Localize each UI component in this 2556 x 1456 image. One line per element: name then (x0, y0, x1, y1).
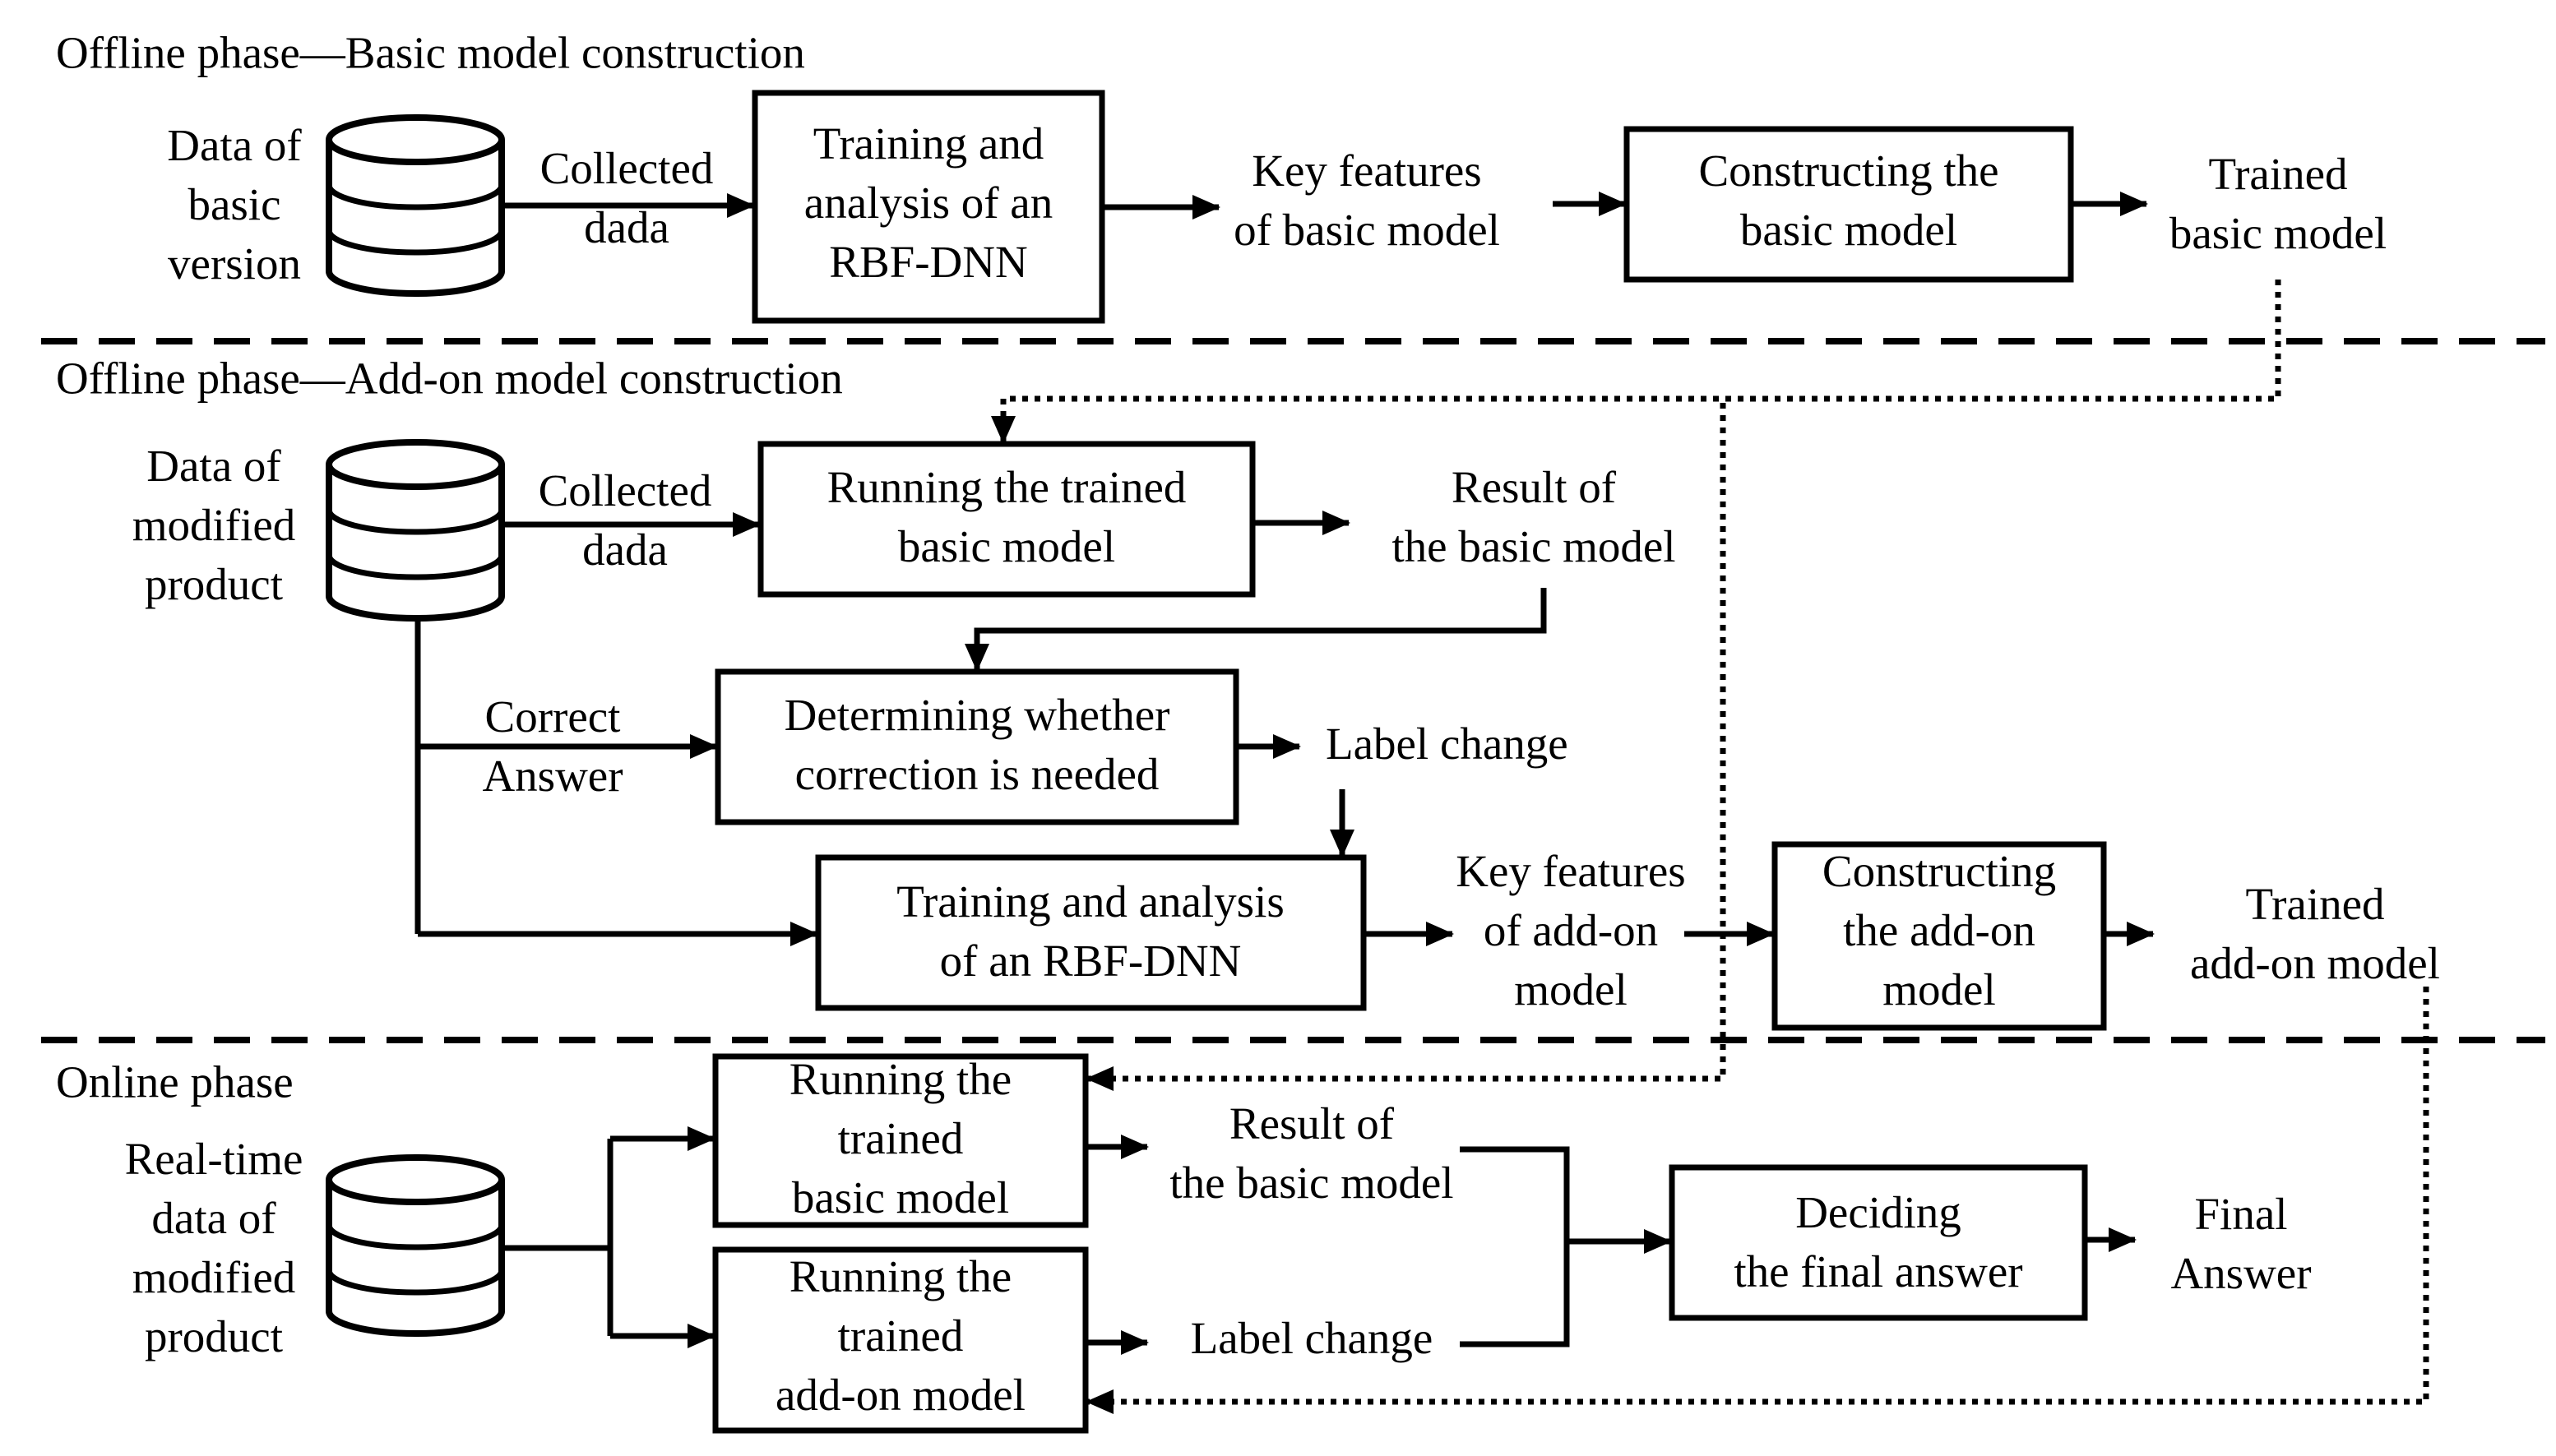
label-data-basic: Data of basic version (167, 120, 302, 289)
label-line: basic model (898, 521, 1115, 571)
label-line: model (1514, 964, 1627, 1015)
label-line: correction is needed (795, 749, 1160, 799)
box-determining (715, 668, 1239, 825)
label-line: dada (584, 202, 669, 252)
label-line: RBF-DNN (829, 237, 1027, 287)
label-line: Result of (1452, 462, 1617, 512)
dotted-connectors (991, 280, 2429, 1414)
label-training-addon: Training and analysis of an RBF-DNN (896, 876, 1285, 986)
label-deciding: Deciding the final answer (1734, 1187, 2022, 1297)
label-line: model (1882, 964, 1995, 1015)
label-label-change-offline: Label change (1326, 719, 1568, 769)
label-line: add-on model (2190, 938, 2440, 988)
box-training-addon (815, 854, 1367, 1011)
label-line: Constructing (1822, 846, 2056, 896)
label-line: modified (132, 500, 296, 550)
label-label-change-online: Label change (1191, 1313, 1433, 1363)
label-line: version (168, 238, 301, 289)
label-determining: Determining whether correction is needed (785, 690, 1170, 799)
phase-title-online: Online phase (56, 1057, 294, 1107)
label-line: of an RBF-DNN (940, 936, 1242, 986)
label-realtime-data: Real-time data of modified product (125, 1134, 303, 1361)
box-training-basic (752, 90, 1105, 324)
label-line: Result of (1229, 1098, 1395, 1149)
label-line: the basic model (1391, 521, 1675, 571)
label-training-basic: Training and analysis of an RBF-DNN (804, 118, 1053, 287)
label-line: basic model (792, 1172, 1009, 1223)
label-running-basic-online: Running the trained basic model (789, 1054, 1012, 1223)
label-line: Collected (539, 465, 712, 515)
label-line: Answer (2170, 1248, 2311, 1298)
label-line: Label change (1191, 1313, 1433, 1363)
label-line: Trained (2208, 149, 2347, 199)
solid-connectors (414, 192, 2155, 1355)
label-line: basic (188, 179, 280, 229)
box-running-basic-online (712, 1053, 1089, 1228)
label-line: Correct (485, 691, 621, 742)
label-line: Running the trained (827, 462, 1187, 512)
label-line: trained (838, 1310, 964, 1361)
label-line: Constructing the (1698, 146, 1998, 196)
label-line: add-on model (776, 1370, 1026, 1420)
label-trained-basic-model: Trained basic model (2169, 149, 2387, 258)
label-line: Training and (813, 118, 1044, 169)
label-collected-dada-basic: Collected dada (540, 143, 714, 252)
box-running-basic-offline (757, 441, 1256, 598)
label-constructing-addon: Constructing the add-on model (1822, 846, 2056, 1015)
label-line: Running the (789, 1251, 1012, 1301)
box-running-addon-online (712, 1246, 1089, 1434)
label-constructing-basic: Constructing the basic model (1698, 146, 1998, 255)
label-running-basic-offline: Running the trained basic model (827, 462, 1187, 571)
label-collected-dada-addon: Collected dada (539, 465, 712, 575)
label-line: modified (132, 1252, 296, 1302)
label-line: Key features (1252, 146, 1481, 196)
label-line: analysis of an (804, 178, 1053, 228)
box-constructing-basic (1623, 126, 2074, 283)
label-line: product (145, 1311, 283, 1361)
label-line: the final answer (1734, 1246, 2022, 1297)
label-line: dada (582, 525, 668, 575)
box-deciding (1669, 1164, 2088, 1321)
label-line: Data of (146, 441, 281, 491)
box-constructing-addon (1771, 841, 2107, 1031)
phase-title-basic: Offline phase—Basic model construction (56, 28, 805, 78)
label-line: basic model (2169, 208, 2387, 258)
label-key-features-addon: Key features of add-on model (1456, 846, 1685, 1015)
label-line: of basic model (1234, 205, 1500, 255)
label-line: Running the (789, 1054, 1012, 1104)
label-line: data of (151, 1193, 276, 1243)
label-line: Data of (167, 120, 302, 170)
label-line: product (145, 559, 283, 609)
label-line: Real-time (125, 1134, 303, 1184)
database-icon-realtime (326, 1154, 505, 1337)
label-line: Training and analysis (896, 876, 1285, 927)
label-line: trained (838, 1113, 964, 1163)
database-icon-basic (326, 114, 505, 297)
label-line: Key features (1456, 846, 1685, 896)
label-key-features-basic: Key features of basic model (1234, 146, 1500, 255)
label-line: the add-on (1843, 905, 2035, 955)
label-line: basic model (1740, 205, 1957, 255)
label-line: of add-on (1484, 905, 1658, 955)
label-line: Determining whether (785, 690, 1170, 740)
phase-title-addon: Offline phase—Add-on model construction (56, 354, 843, 404)
label-line: Collected (540, 143, 714, 193)
label-trained-addon-model: Trained add-on model (2190, 879, 2440, 988)
label-running-addon-online: Running the trained add-on model (776, 1251, 1026, 1420)
database-icon-modified (326, 439, 505, 622)
label-line: Final (2194, 1189, 2287, 1239)
label-line: the basic model (1169, 1158, 1453, 1208)
label-line: Trained (2245, 879, 2384, 929)
label-line: Answer (482, 751, 623, 801)
label-result-basic-online: Result of the basic model (1169, 1098, 1453, 1208)
label-data-modified: Data of modified product (132, 441, 296, 609)
label-line: Label change (1326, 719, 1568, 769)
label-line: Deciding (1795, 1187, 1961, 1237)
label-result-basic-offline: Result of the basic model (1391, 462, 1675, 571)
